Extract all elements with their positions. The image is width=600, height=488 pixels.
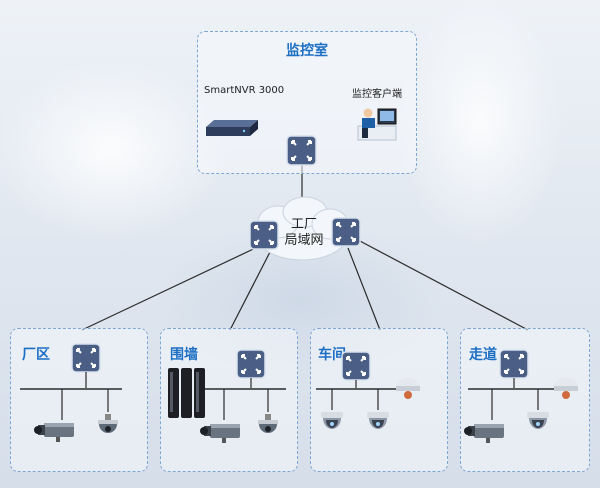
zone-workshop-devices xyxy=(316,351,420,429)
monitor-room-title: 监控室 xyxy=(286,43,328,59)
zone-workshop xyxy=(310,328,448,472)
zone-wall-title: 围墙 xyxy=(170,347,198,363)
zone-factory-devices xyxy=(20,343,122,442)
cloud-label-line1: 工厂 xyxy=(290,217,317,232)
cloud-label: 工厂 局域网 xyxy=(274,217,334,249)
zone-corridor-title: 走道 xyxy=(469,347,497,363)
zone-corridor-devices xyxy=(464,349,578,443)
nvr-label: SmartNVR 3000 xyxy=(204,85,285,96)
cloud-label-line2: 局域网 xyxy=(284,233,324,248)
client-label: 监控客户端 xyxy=(352,89,402,100)
zone-workshop-title: 车间 xyxy=(318,347,346,363)
zone-factory-title: 厂区 xyxy=(22,347,50,363)
zone-wall-devices xyxy=(168,349,286,443)
